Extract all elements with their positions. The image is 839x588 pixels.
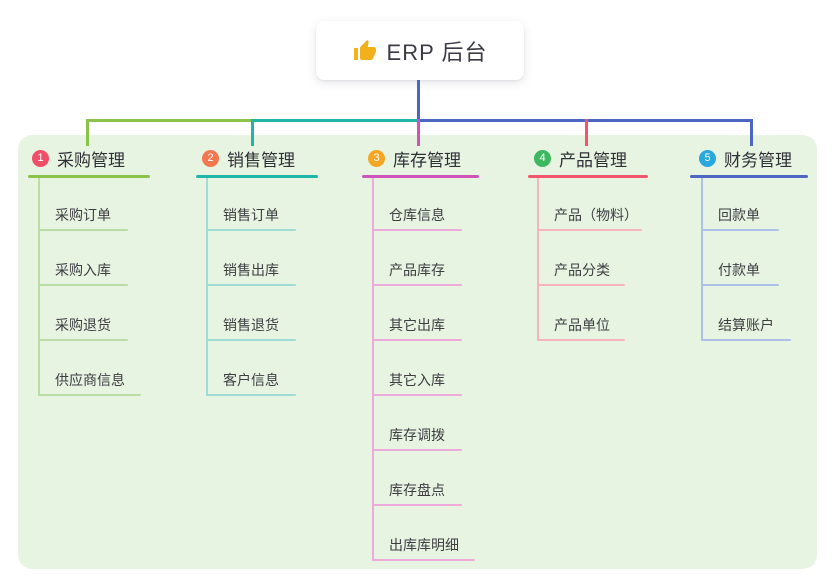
- mindmap-panel: [18, 135, 817, 569]
- node-stock-count[interactable]: 库存盘点: [372, 480, 462, 506]
- branch-2-underline: [196, 175, 318, 178]
- branch-finance-title[interactable]: 5 财务管理: [699, 146, 792, 170]
- branch-2-spine: [206, 178, 208, 396]
- connector-drop-branch3: [417, 119, 420, 146]
- root-node[interactable]: ERP 后台: [316, 21, 524, 80]
- connector-bus-green: [86, 119, 252, 122]
- branch-product-title[interactable]: 4 产品管理: [534, 146, 627, 170]
- branch-1-spine: [38, 178, 40, 396]
- node-outbound-detail[interactable]: 出库库明细: [372, 535, 475, 561]
- branch-5-badge: 5: [699, 149, 716, 167]
- root-title: ERP 后台: [386, 39, 488, 65]
- branch-4-spine: [537, 178, 539, 341]
- branch-3-underline: [362, 175, 479, 178]
- branch-4-badge: 4: [534, 149, 551, 167]
- node-sales-return[interactable]: 销售退货: [206, 315, 296, 341]
- node-purchase-order[interactable]: 采购订单: [38, 205, 128, 231]
- connector-bus-teal: [251, 119, 417, 122]
- node-supplier-info[interactable]: 供应商信息: [38, 370, 141, 396]
- connector-drop-branch1: [86, 119, 89, 146]
- branch-4-label: 产品管理: [559, 150, 627, 170]
- branch-4-underline: [528, 175, 648, 178]
- node-other-outbound[interactable]: 其它出库: [372, 315, 462, 341]
- thumbs-up-icon: [353, 39, 377, 63]
- node-payment-bill[interactable]: 付款单: [701, 260, 779, 286]
- branch-1-underline: [28, 175, 150, 178]
- node-receipt-bill[interactable]: 回款单: [701, 205, 779, 231]
- branch-5-spine: [701, 178, 703, 341]
- node-product-category[interactable]: 产品分类: [537, 260, 625, 286]
- branch-inventory-title[interactable]: 3 库存管理: [368, 146, 461, 170]
- connector-drop-branch5: [750, 119, 753, 146]
- node-customer-info[interactable]: 客户信息: [206, 370, 296, 396]
- branch-3-spine: [372, 178, 374, 561]
- node-purchase-return[interactable]: 采购退货: [38, 315, 128, 341]
- branch-3-label: 库存管理: [393, 150, 461, 170]
- node-sales-outbound[interactable]: 销售出库: [206, 260, 296, 286]
- branch-3-badge: 3: [368, 149, 385, 167]
- connector-root-drop: [417, 80, 420, 120]
- branch-2-label: 销售管理: [227, 150, 295, 170]
- node-product-material[interactable]: 产品（物料）: [537, 205, 642, 231]
- node-product-unit[interactable]: 产品单位: [537, 315, 625, 341]
- node-purchase-inbound[interactable]: 采购入库: [38, 260, 128, 286]
- node-product-stock[interactable]: 产品库存: [372, 260, 462, 286]
- branch-2-badge: 2: [202, 149, 219, 167]
- branch-5-underline: [690, 175, 808, 178]
- node-warehouse-info[interactable]: 仓库信息: [372, 205, 462, 231]
- branch-sales-title[interactable]: 2 销售管理: [202, 146, 295, 170]
- branch-purchase-title[interactable]: 1 采购管理: [32, 146, 125, 170]
- node-settlement-account[interactable]: 结算账户: [701, 315, 791, 341]
- connector-drop-branch2: [251, 119, 254, 146]
- node-stock-transfer[interactable]: 库存调拨: [372, 425, 462, 451]
- branch-5-label: 财务管理: [724, 150, 792, 170]
- branch-1-badge: 1: [32, 149, 49, 167]
- node-sales-order[interactable]: 销售订单: [206, 205, 296, 231]
- node-other-inbound[interactable]: 其它入库: [372, 370, 462, 396]
- branch-1-label: 采购管理: [57, 150, 125, 170]
- connector-drop-branch4: [585, 119, 588, 146]
